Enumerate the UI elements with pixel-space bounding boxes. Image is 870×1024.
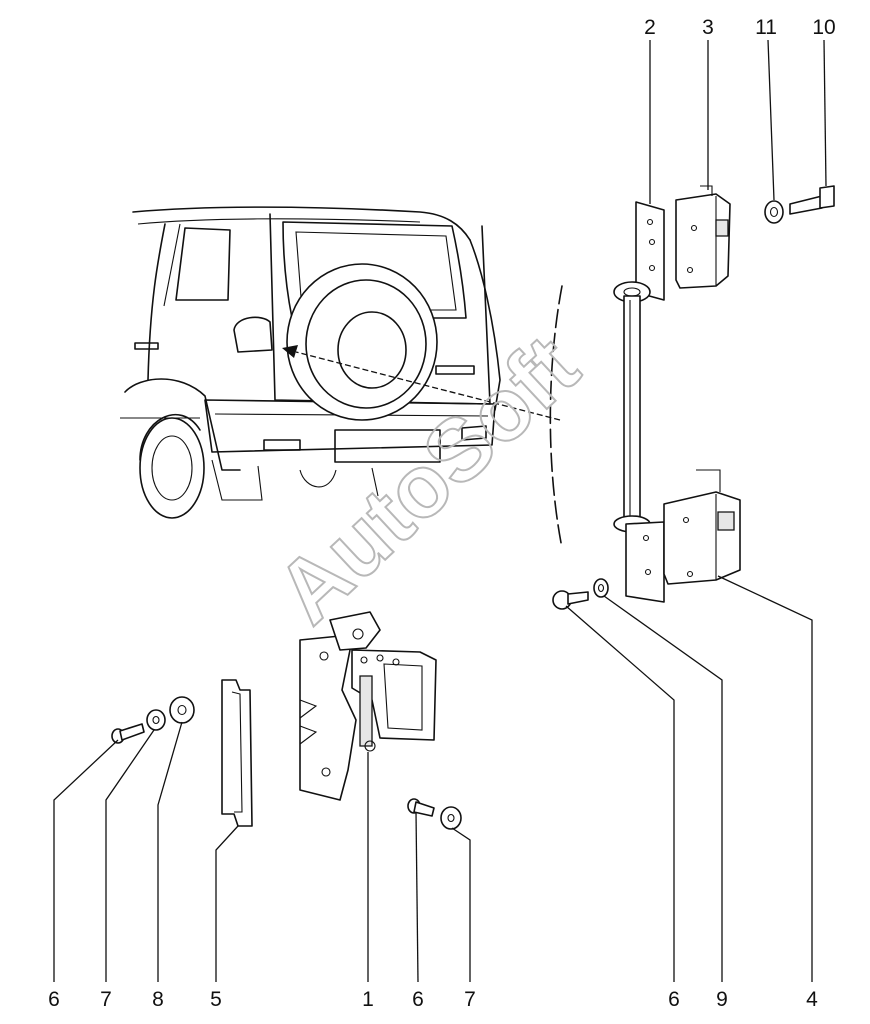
pad-plate-and-fasteners — [111, 679, 462, 830]
callout-11: 11 — [755, 16, 777, 39]
leader-lines — [53, 39, 827, 983]
callout-9: 9 — [716, 988, 728, 1011]
vehicle-rear-view — [120, 206, 563, 549]
spare-wheel-bracket — [299, 611, 437, 801]
callout-7-mid: 7 — [464, 988, 476, 1011]
callout-5: 5 — [210, 988, 222, 1011]
hinge-rod-assembly — [552, 185, 835, 610]
callout-1: 1 — [362, 988, 374, 1011]
callout-10: 10 — [812, 16, 835, 39]
callout-8: 8 — [152, 988, 164, 1011]
callout-3: 3 — [702, 16, 714, 39]
callout-6-left: 6 — [48, 988, 60, 1011]
callout-6-right: 6 — [668, 988, 680, 1011]
callout-7-left: 7 — [100, 988, 112, 1011]
callout-4: 4 — [806, 988, 818, 1011]
callout-2: 2 — [644, 16, 656, 39]
callout-6-mid: 6 — [412, 988, 424, 1011]
